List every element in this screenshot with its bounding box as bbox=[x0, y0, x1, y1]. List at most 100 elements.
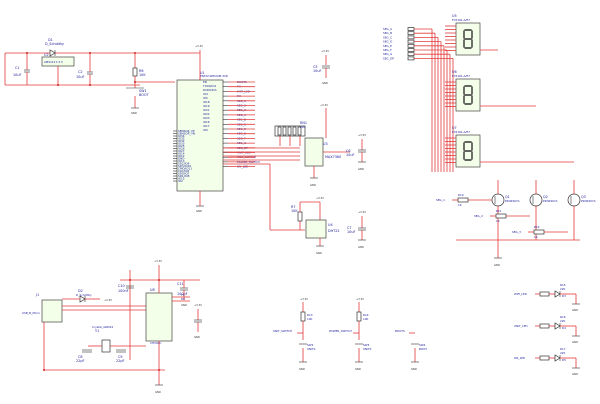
r7-val: 10K bbox=[291, 209, 298, 213]
rail-label: +3.3V bbox=[321, 49, 329, 53]
rail-label: +3.3V bbox=[104, 298, 112, 302]
gnd-label: GND bbox=[358, 245, 364, 249]
esp-left-pin-label: IO12 bbox=[178, 154, 185, 158]
switch-net-label: BOOTS bbox=[395, 329, 405, 333]
base-resistor-val: 1K bbox=[534, 235, 538, 239]
c1-val: 10uF bbox=[13, 73, 21, 77]
switch-net-label: UNIT_SWITCH bbox=[273, 329, 292, 333]
seg-net-label: SEG_E bbox=[383, 44, 392, 48]
esp-right-pin-label: IO4 bbox=[203, 92, 208, 96]
display-ref: U6 bbox=[452, 70, 457, 74]
rail-label: +3.3V bbox=[358, 210, 366, 214]
r7-ref: R7 bbox=[291, 205, 296, 209]
c7-val: 10uF bbox=[347, 230, 355, 234]
sw1-ref: SW1 bbox=[139, 89, 147, 93]
u4-ref: U4 bbox=[328, 223, 333, 227]
gnd-label: GND bbox=[572, 340, 578, 344]
j1-usb-connector bbox=[41, 299, 63, 323]
j1-part: USB_B_Micro bbox=[22, 311, 40, 315]
pullup-resistor bbox=[356, 311, 362, 322]
esp-right-pin-label: IO21 bbox=[203, 108, 210, 112]
esp-left-pin-label: CLK/IO6 bbox=[178, 169, 189, 173]
led-ref: D5 bbox=[562, 358, 566, 362]
pnp-transistor bbox=[567, 193, 581, 207]
d1-ref: D1 bbox=[48, 38, 53, 42]
led-diode bbox=[554, 290, 561, 298]
esp-right-pin-label: IO17 bbox=[203, 124, 210, 128]
rail-label: +3.3V bbox=[194, 303, 202, 307]
esp-right-pin-label: IO22 bbox=[203, 112, 210, 116]
esp-right-pin-label: IO19 bbox=[203, 104, 210, 108]
base-resistor-ref: R12 bbox=[534, 225, 540, 229]
switch-circuits: UNIT_SWITCH+3.3VR1310KSW2UNITSGNDPOWER_S… bbox=[273, 297, 427, 371]
u4-dht22 bbox=[305, 219, 327, 239]
esp-left-pin-label: IO14 bbox=[178, 152, 185, 156]
u1-esp32 bbox=[176, 79, 224, 192]
seg-net-label: SEG_F bbox=[383, 48, 392, 52]
u1-ref: U1 bbox=[200, 71, 205, 75]
display-part: FC5161-A/E7 bbox=[452, 74, 470, 78]
esp-left-pin-label: IO15 bbox=[178, 177, 185, 181]
regulator-section: D1 D_Schottky U2 AMS1117-3.3 C1 10uF C2 … bbox=[4, 38, 330, 115]
esp-right-pin-label: RXD0/IO3 bbox=[203, 88, 217, 92]
transistor-net: SEG_3 bbox=[512, 230, 521, 234]
seg-resistor bbox=[407, 27, 415, 31]
esp-left-pin-label: SENSOR_VN bbox=[178, 132, 195, 136]
switch-ref: SW4 bbox=[419, 343, 426, 347]
switch-net-label: POWER_SWITCH bbox=[329, 329, 352, 333]
resistor-array-rn1: RN1 220 bbox=[274, 121, 307, 146]
led-resistor bbox=[539, 291, 550, 297]
gnd-label: GND bbox=[155, 390, 161, 394]
u2-ref: U2 bbox=[44, 53, 49, 57]
gnd-label: GND bbox=[572, 308, 578, 312]
u8-ref: U8 bbox=[150, 288, 155, 292]
switch-val: BOOT bbox=[419, 347, 427, 351]
u1-part: ESP32-WROOM-32D bbox=[200, 74, 228, 78]
gnd-label: GND bbox=[194, 335, 200, 339]
esp-left-pin-label: CMD/IO11 bbox=[178, 167, 192, 171]
gnd-label: GND bbox=[572, 372, 578, 376]
pullup-val: 10K bbox=[363, 317, 369, 321]
pullup-ref: R13 bbox=[307, 313, 313, 317]
d1-part: D_Schottky bbox=[45, 42, 64, 46]
esp-right-pin-label: IO0 bbox=[203, 128, 208, 132]
gnd-label: GND bbox=[310, 183, 316, 187]
esp-left-pin-label: IO2 bbox=[178, 179, 183, 183]
c8-val: 22pF bbox=[76, 359, 84, 363]
esp-left-pin-label: SENSOR_VP bbox=[178, 129, 195, 133]
esp-left-pin-label: IO34 bbox=[178, 134, 185, 138]
switch-ref: SW3 bbox=[363, 343, 370, 347]
seg-resistor bbox=[407, 35, 415, 40]
svg-text:TX: TX bbox=[180, 293, 185, 297]
c2-ref: C2 bbox=[78, 70, 83, 74]
seg-net-label: SEG_A bbox=[383, 27, 392, 31]
c11-ref: C11 bbox=[177, 282, 184, 286]
base-resistor-ref: R10 bbox=[458, 193, 464, 197]
display-part: FC5161-A/E7 bbox=[452, 18, 470, 22]
esp-left-pin-label: SD3/IO10 bbox=[178, 164, 191, 168]
led-net-label: WIFI_LED bbox=[514, 292, 527, 296]
led-resistor-ref: R17 bbox=[560, 347, 566, 351]
rn1-val: 220 bbox=[300, 125, 306, 129]
transistor-net: SEG_2 bbox=[474, 214, 483, 218]
display-ref: U5 bbox=[452, 14, 457, 18]
sw1-val: BOOT bbox=[139, 93, 150, 97]
svg-text:RX: RX bbox=[181, 297, 185, 301]
led-resistor-ref: R16 bbox=[560, 315, 566, 319]
u8-ch340 bbox=[145, 292, 173, 342]
max7360-ic: +3.3V U3 MAX7360 GND +3.3V C6 10uF GND bbox=[304, 103, 366, 187]
display-ref: U7 bbox=[452, 126, 457, 130]
base-resistor bbox=[495, 213, 507, 219]
seg-resistor bbox=[407, 52, 415, 57]
esp-left-pin-label: IO35 bbox=[178, 137, 185, 141]
led-net-label: UNIT_LED bbox=[514, 324, 528, 328]
rail-label: +3.3V bbox=[154, 259, 162, 263]
c5-ref: C5 bbox=[313, 65, 318, 69]
pullup-resistor bbox=[300, 311, 306, 322]
pullup-val: 10K bbox=[307, 317, 313, 321]
base-resistor-val: 1K bbox=[496, 219, 500, 223]
seg-net-label: SEG_C bbox=[383, 35, 392, 39]
led-resistor-val: 220 bbox=[560, 319, 566, 323]
gnd-label: GND bbox=[322, 81, 328, 85]
